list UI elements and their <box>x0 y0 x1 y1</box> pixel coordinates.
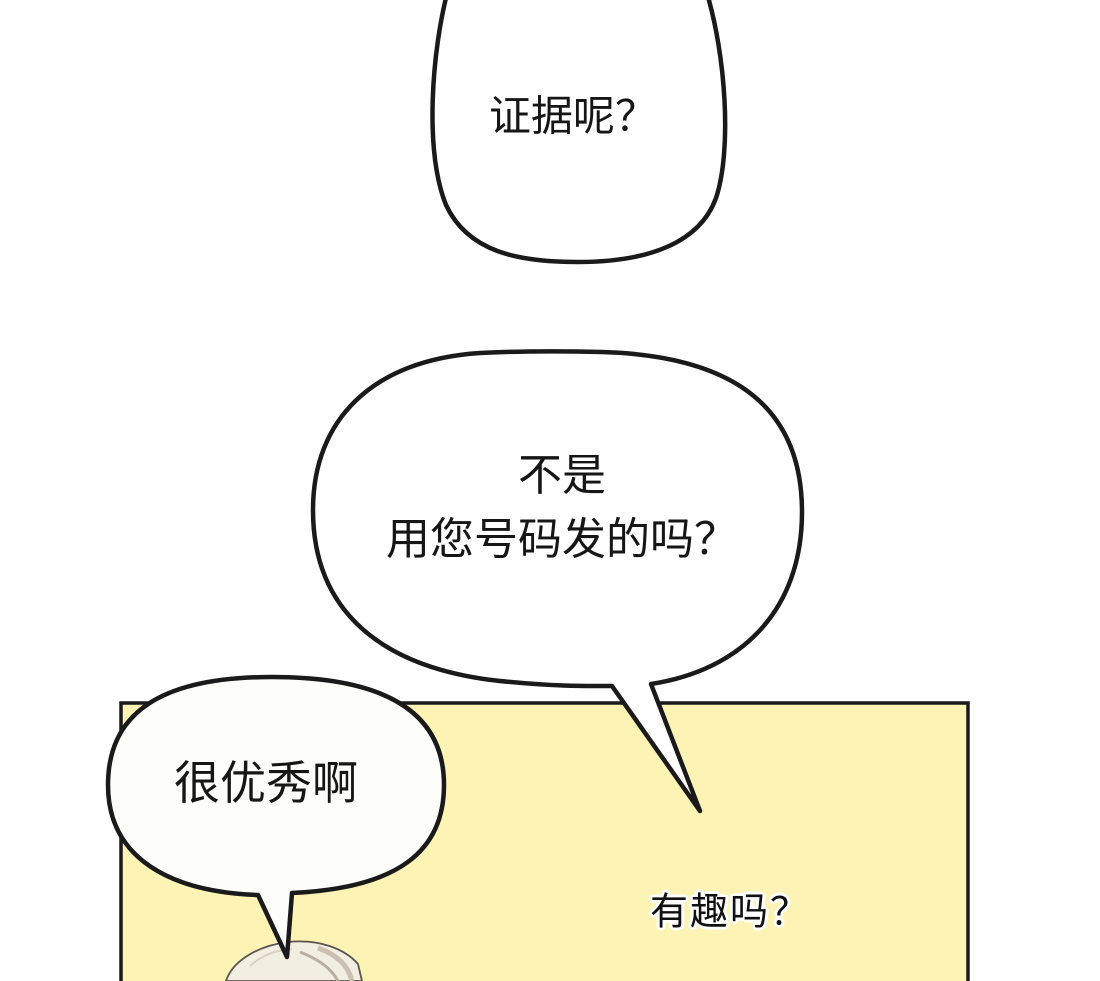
panel-caption: 有趣吗？ <box>649 889 811 934</box>
bubble-top-line: 证据呢？ <box>488 91 658 141</box>
bubble-top-text: 证据呢？ <box>489 83 657 144</box>
speech-bubble-left <box>105 674 447 960</box>
bubble-middle-text: 不是 用您号码发的吗？ <box>386 444 738 572</box>
speech-bubble-middle <box>310 349 805 814</box>
bubble-middle-line-2: 用您号码发的吗？ <box>386 514 738 565</box>
bubble-middle-line-1: 不是 <box>518 450 606 501</box>
bubble-left-text: 很优秀啊 <box>174 747 358 813</box>
bubble-left-line: 很优秀啊 <box>174 756 358 810</box>
speech-bubble-top <box>430 0 728 265</box>
